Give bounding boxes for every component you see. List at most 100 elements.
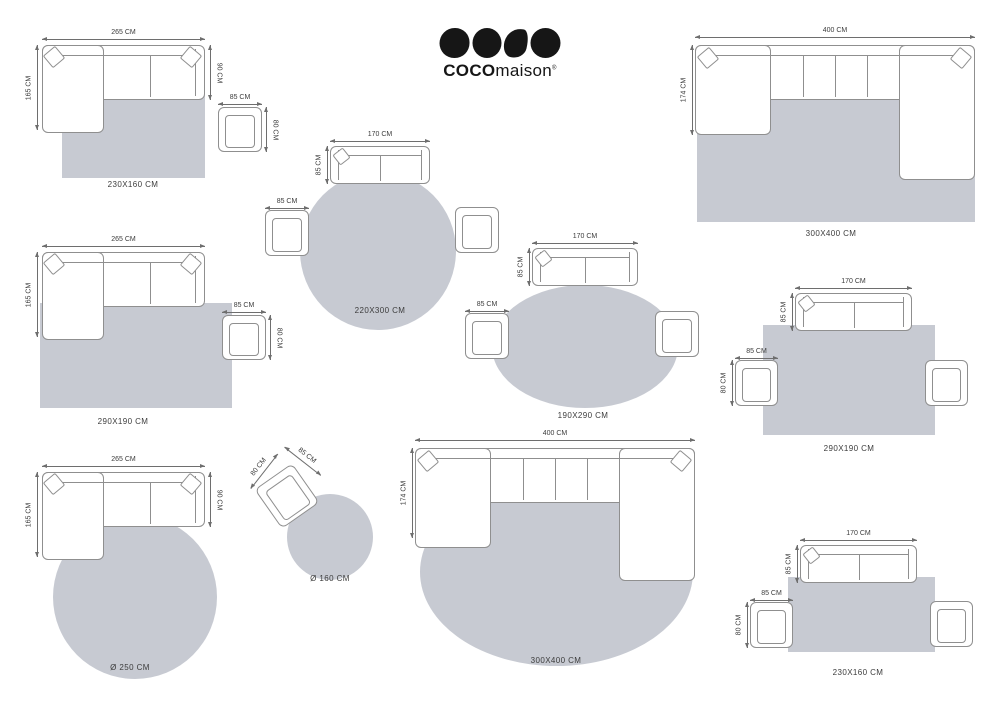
sofa	[330, 146, 430, 184]
dimension-text: 85 CM	[517, 256, 525, 278]
dimension-text: 80 CM	[735, 614, 743, 636]
rug-size-label: 290X190 CM	[97, 417, 149, 426]
rug-size-label: Ø 250 CM	[110, 663, 150, 672]
corner-sofa	[42, 472, 205, 560]
dimension-text: 170 CM	[572, 233, 598, 240]
dimension-arrow-line	[35, 45, 39, 130]
dimension-arrow-line	[465, 309, 509, 313]
sofa-cushion-line	[859, 554, 860, 580]
dimension: 165 CM	[24, 252, 40, 337]
rug	[492, 285, 678, 408]
dimension: 85 CM	[516, 248, 532, 286]
armchair-seat	[229, 323, 259, 356]
dimension-arrow-line	[222, 310, 266, 314]
dimension: 165 CM	[24, 472, 40, 557]
dimension-arrow-line	[735, 356, 778, 360]
logo-pebble-icon	[530, 28, 561, 58]
sofa-armrest-line	[803, 297, 804, 327]
rug-size-label: 300X400 CM	[805, 229, 857, 238]
sofa-armrest-line	[195, 256, 196, 303]
dimension: 85 CM	[784, 545, 800, 583]
dimension-arrow-line	[695, 35, 975, 39]
sofa	[800, 545, 917, 583]
sofa-back-line	[50, 55, 193, 56]
sofa-cushion-line	[867, 55, 868, 97]
dimension-arrow-line	[750, 598, 793, 602]
u-sofa	[415, 448, 695, 581]
dimension-arrow-line	[42, 464, 205, 468]
armchair-seat	[757, 610, 786, 644]
dimension: 170 CM	[795, 275, 912, 291]
dimension: 80 CM	[719, 360, 735, 406]
dimension-text: 85 CM	[476, 301, 498, 308]
dimension-text: 174 CM	[400, 480, 408, 506]
dimension-text: 400 CM	[542, 430, 568, 437]
armchair-seat	[472, 321, 502, 355]
dimension-text: 170 CM	[841, 278, 866, 285]
dimension-text: 80 CM	[271, 119, 279, 140]
dimension: 165 CM	[24, 45, 40, 130]
logo-pebble-icon	[501, 25, 531, 61]
sofa-armrest-line	[338, 150, 339, 180]
rug-size-label: 220X300 CM	[354, 306, 406, 315]
armchair-seat	[462, 215, 492, 249]
dimension: 174 CM	[399, 448, 415, 538]
dimension: 85 CM	[779, 293, 795, 331]
armchair	[455, 207, 499, 253]
dimension-text: 174 CM	[680, 77, 688, 103]
rug-size-label: 230X160 CM	[832, 668, 884, 677]
sofa-cushion-line	[555, 458, 556, 500]
dimension-arrow-line	[42, 244, 205, 248]
rug	[300, 172, 456, 330]
dimension: 85 CM	[750, 587, 793, 603]
dimension-text: 165 CM	[25, 282, 33, 307]
dimension-arrow-line	[268, 315, 272, 360]
dimension: 170 CM	[800, 527, 917, 543]
dimension-text: 80 CM	[720, 372, 728, 394]
dimension-arrow-line	[35, 252, 39, 337]
dimension: 85 CM	[465, 298, 509, 314]
dimension-arrow-line	[42, 37, 205, 41]
dimension-text: 85 CM	[780, 301, 788, 323]
dimension-text: 400 CM	[822, 27, 848, 34]
dimension-text: 165 CM	[25, 502, 33, 527]
armchair-seat	[937, 609, 966, 643]
sofa-armrest-line	[195, 476, 196, 523]
dimension-arrow-line	[795, 545, 799, 583]
sofa-armrest-line	[629, 252, 630, 282]
sofa	[795, 293, 912, 331]
registered-mark-icon: ®	[552, 65, 557, 72]
dimension-text: 170 CM	[846, 530, 871, 537]
dimension-text: 90 CM	[215, 489, 223, 510]
dimension: 265 CM	[42, 233, 205, 249]
dimension: 80 CM	[734, 602, 750, 648]
dimension-text: 85 CM	[233, 302, 255, 309]
armchair-seat	[932, 368, 961, 402]
dimension-text: 85 CM	[785, 553, 793, 575]
sofa-armrest-line	[421, 150, 422, 180]
dimension: 90 CM	[208, 472, 224, 527]
sofa-armrest-line	[540, 252, 541, 282]
corner-sofa	[42, 45, 205, 133]
armchair-seat	[272, 218, 302, 252]
sofa-back-line	[50, 482, 193, 483]
dimension-text: 265 CM	[111, 236, 136, 243]
dimension: 170 CM	[330, 128, 430, 144]
sofa-cushion-line	[854, 302, 855, 328]
rug-size-label: 190X290 CM	[557, 411, 609, 420]
dimension-arrow-line	[690, 45, 694, 135]
brand-name: COCOmaison®	[440, 62, 561, 79]
logo-pebble-icon	[439, 28, 470, 58]
dimension-arrow-line	[208, 45, 212, 100]
dimension: 400 CM	[415, 427, 695, 443]
dimension: 174 CM	[679, 45, 695, 135]
dimension-text: 85 CM	[746, 348, 767, 355]
u-sofa	[695, 45, 975, 180]
dimension: 85 CM	[222, 299, 266, 315]
dimension: 90 CM	[208, 45, 224, 100]
sofa-armrest-line	[903, 297, 904, 327]
armchair	[655, 311, 699, 357]
brand-logo-icon	[439, 25, 561, 61]
sofa-armrest-line	[908, 549, 909, 579]
